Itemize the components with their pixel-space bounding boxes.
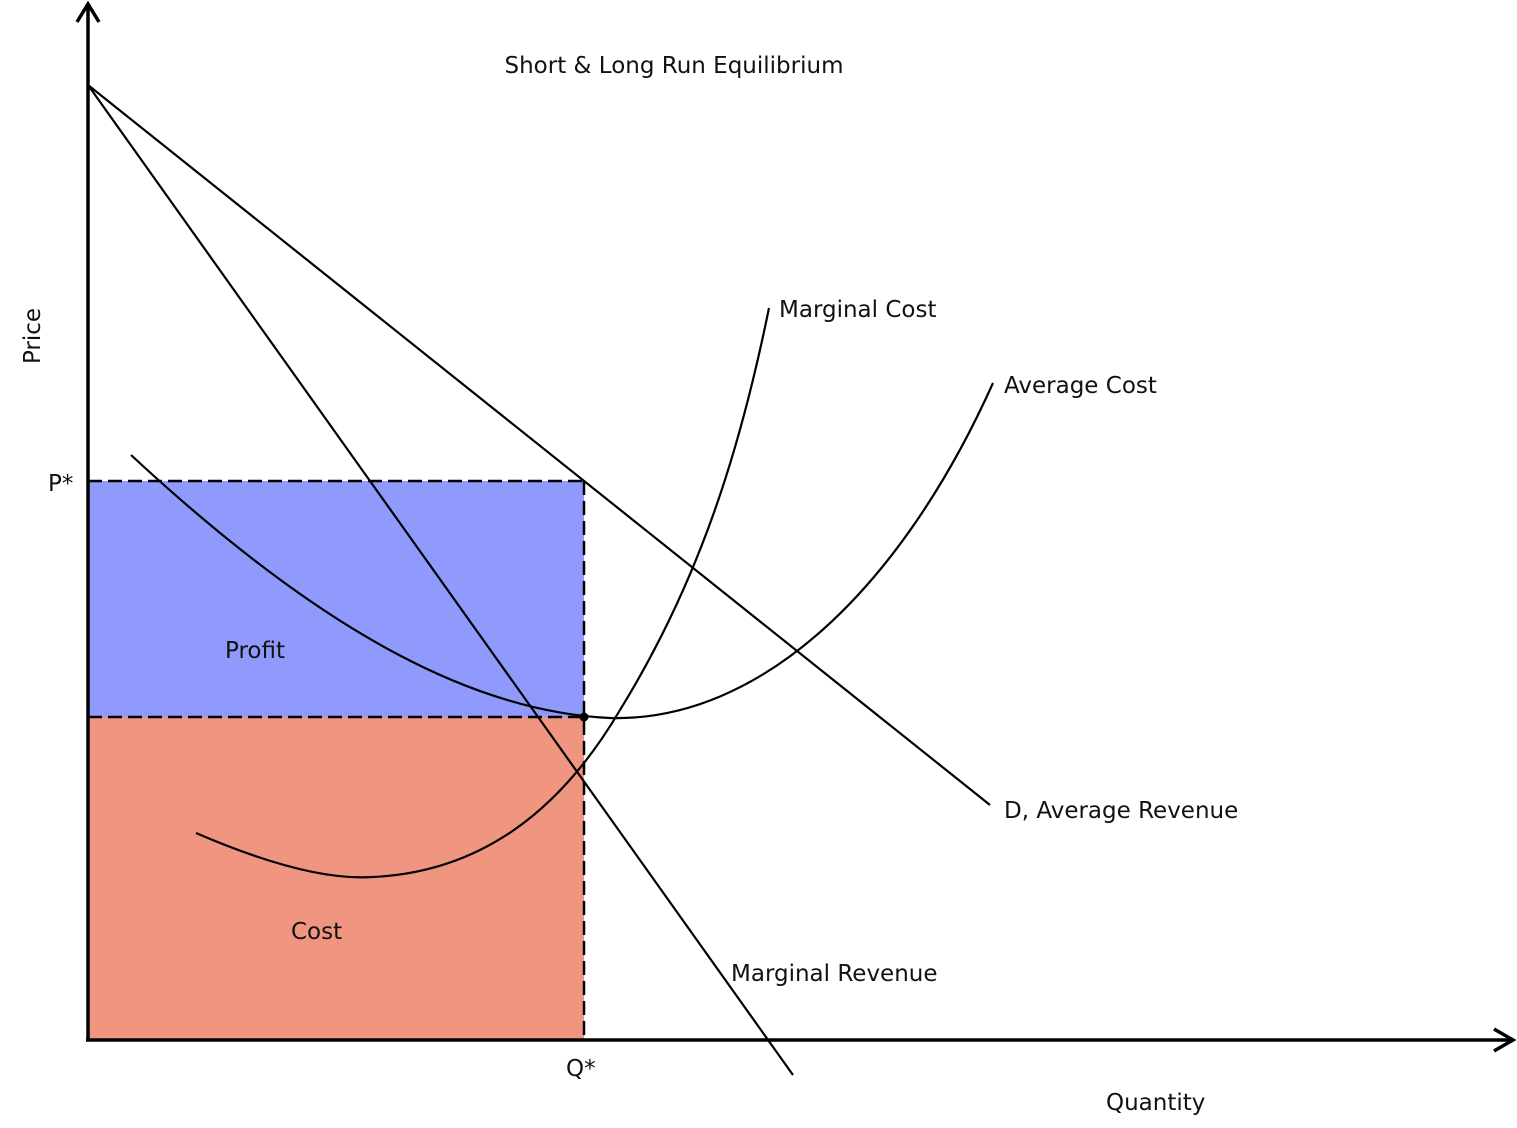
average-cost-label: Average Cost — [1004, 373, 1157, 399]
marginal-cost-label: Marginal Cost — [779, 297, 937, 323]
profit-label: Profit — [225, 638, 285, 664]
marginal-cost-curve — [195, 307, 771, 879]
y-axis-label: Price — [20, 308, 46, 364]
q-star-label: Q* — [566, 1056, 596, 1082]
x-axis-arrow-icon — [1493, 1027, 1517, 1053]
cost-area — [88, 717, 584, 1040]
marginal-revenue-curve — [87, 84, 794, 1076]
equilibrium-point — [579, 712, 589, 722]
demand-curve — [87, 84, 991, 806]
average-cost-curve — [130, 382, 995, 720]
p-star-label: P* — [48, 471, 73, 497]
demand-label: D, Average Revenue — [1004, 798, 1238, 824]
cost-label: Cost — [291, 919, 342, 945]
profit-area — [88, 481, 584, 717]
chart-title: Short & Long Run Equilibrium — [505, 53, 844, 79]
x-axis-label: Quantity — [1106, 1090, 1205, 1116]
marginal-revenue-label: Marginal Revenue — [731, 961, 938, 987]
y-axis-arrow-icon — [75, 0, 101, 23]
